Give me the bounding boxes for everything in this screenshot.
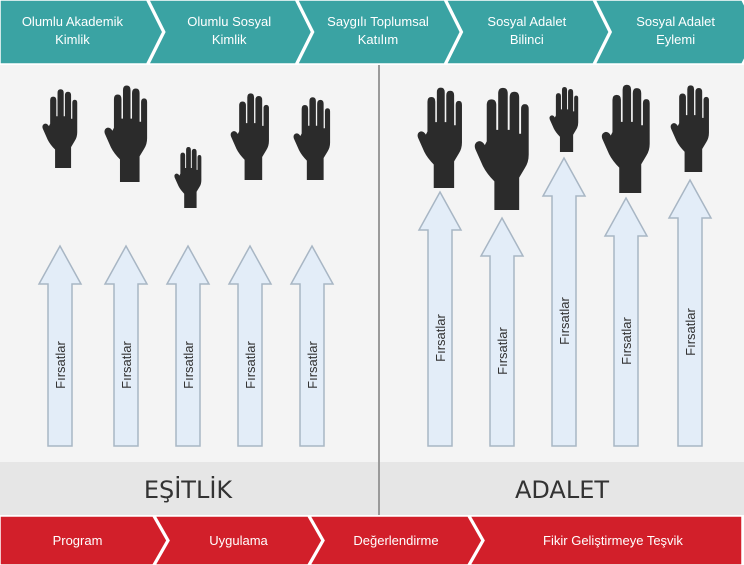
top-step-chevron xyxy=(0,0,164,65)
opportunity-arrow xyxy=(479,216,525,447)
bottom-step-label: Fikir Geliştirmeye Teşvik xyxy=(543,533,683,548)
opportunity-arrow xyxy=(417,190,463,447)
top-step-chevron xyxy=(147,0,313,65)
top-step-label-line2: Katılım xyxy=(358,32,398,47)
bottom-step-label: Uygulama xyxy=(209,533,268,548)
top-step-label-line1: Sosyal Adalet xyxy=(487,14,566,29)
top-step-label-line1: Olumlu Akademik xyxy=(22,14,124,29)
top-step-label-line2: Bilinci xyxy=(510,32,544,47)
opportunity-arrow-label: Fırsatlar xyxy=(181,340,196,388)
opportunity-arrow xyxy=(165,244,211,447)
bottom-step-band: Program Uygulama Değerlendirme Fikir Gelişt… xyxy=(0,515,743,565)
opportunity-arrow xyxy=(103,244,149,447)
opportunity-arrow xyxy=(667,178,713,447)
opportunity-arrow-label: Fırsatlar xyxy=(495,326,510,374)
opportunity-arrow-label: Fırsatlar xyxy=(433,313,448,361)
opportunity-arrow xyxy=(603,196,649,447)
top-step-chevron xyxy=(296,0,462,65)
opportunity-arrow-label: Fırsatlar xyxy=(305,340,320,388)
top-step-label-line2: Kimlik xyxy=(212,32,247,47)
bottom-step-label: Değerlendirme xyxy=(353,533,438,548)
top-step-label-line1: Olumlu Sosyal xyxy=(187,14,271,29)
top-step-label-line2: Eylemi xyxy=(656,32,695,47)
opportunity-arrow-label: Fırsatlar xyxy=(683,307,698,355)
equality-arrows-and-hands: Fırsatlar Fırsatlar Fırsatlar Fırsatlar Fırs… xyxy=(37,85,335,447)
equality-label: EŞİTLİK xyxy=(144,475,234,504)
justice-label: ADALET xyxy=(515,476,609,504)
top-step-label-line1: Sosyal Adalet xyxy=(636,14,715,29)
opportunity-arrow-label: Fırsatlar xyxy=(119,340,134,388)
equality-label-bar xyxy=(0,462,378,515)
opportunity-arrow-label: Fırsatlar xyxy=(53,340,68,388)
opportunity-arrow xyxy=(227,244,273,447)
bottom-step-chevron xyxy=(153,515,323,565)
opportunity-arrow xyxy=(541,156,587,447)
opportunity-arrow xyxy=(289,244,335,447)
justice-label-bar xyxy=(380,462,744,515)
opportunity-arrow-label: Fırsatlar xyxy=(243,340,258,388)
opportunity-arrow-label: Fırsatlar xyxy=(619,316,634,364)
bottom-step-label: Program xyxy=(53,533,103,548)
bottom-step-chevron xyxy=(468,515,743,565)
opportunity-arrow-label: Fırsatlar xyxy=(557,296,572,344)
top-step-chevron xyxy=(445,0,611,65)
top-step-label-line1: Saygılı Toplumsal xyxy=(327,14,429,29)
bottom-step-chevron xyxy=(308,515,483,565)
bottom-step-chevron xyxy=(0,515,168,565)
top-step-label-line2: Kimlik xyxy=(55,32,90,47)
top-step-chevron xyxy=(593,0,744,65)
opportunity-arrow xyxy=(37,244,83,447)
